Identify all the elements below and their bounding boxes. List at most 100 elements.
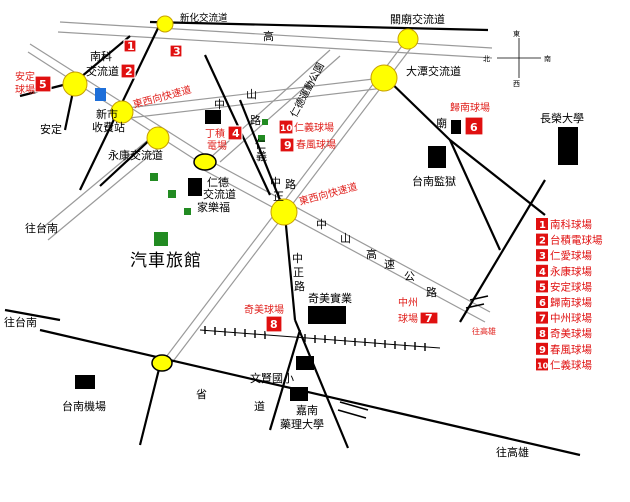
svg-text:山: 山	[340, 232, 351, 245]
legend-number: 7	[539, 314, 546, 325]
compass-north: 東	[513, 29, 520, 38]
course-marker-9: 9	[279, 137, 295, 153]
label-freeway-z: 中	[316, 218, 327, 231]
svg-text:路: 路	[294, 280, 305, 293]
legend-label: 奇美球場	[550, 327, 592, 340]
interchange-xinshi	[110, 100, 134, 124]
svg-text:8: 8	[270, 318, 278, 331]
label-zhongzhou-2: 球場	[398, 312, 418, 325]
svg-text:6: 6	[470, 121, 478, 134]
label-car-hotel: 汽車旅館	[130, 251, 202, 271]
legend-label: 台積電球場	[550, 234, 603, 247]
svg-text:正: 正	[293, 266, 304, 279]
label-to-kaohsiung-2: 往高雄	[496, 445, 529, 459]
legend-label: 仁愛球場	[550, 249, 592, 262]
interchange-south	[151, 354, 173, 372]
label-jiale: 家樂福	[197, 200, 230, 214]
legend-marker	[536, 296, 548, 308]
legend-marker	[536, 233, 548, 246]
label-xinhua: 新化交流道	[180, 12, 228, 24]
blue-block	[95, 88, 106, 101]
bridge-marks	[337, 295, 489, 419]
label-qimei-course: 奇美球場	[244, 303, 284, 316]
svg-text:4: 4	[232, 127, 240, 140]
interchange-dawan	[370, 64, 398, 92]
svg-text:中: 中	[292, 252, 303, 265]
course-marker-6: 6	[464, 116, 484, 136]
compass-east: 南	[544, 54, 551, 63]
label-to-kaohsiung-1: 往高雄	[472, 326, 496, 336]
label-guinan-course: 歸南球場	[450, 101, 490, 114]
label-changrong: 長榮大學	[540, 111, 584, 125]
legend-item-8: 8 奇美球場	[536, 327, 592, 340]
legend-marker	[536, 358, 548, 371]
building-prison	[428, 146, 446, 168]
course-marker-3: 3	[169, 44, 183, 58]
building-block	[205, 110, 221, 124]
label-gao: 高	[263, 29, 274, 43]
svg-text:1: 1	[127, 40, 135, 53]
label-anding-course-2: 球場	[15, 83, 35, 96]
label-nanke-1: 南科	[90, 49, 112, 63]
label-guanmiao: 關廟交流道	[390, 12, 445, 26]
legend-number: 6	[539, 298, 546, 309]
svg-text:7: 7	[425, 312, 433, 325]
legend-number: 3	[539, 251, 546, 262]
legend-marker	[536, 280, 548, 293]
label-jianan-1: 嘉南	[296, 403, 318, 417]
legend-number: 2	[539, 236, 546, 247]
svg-text:3: 3	[173, 45, 181, 58]
legend-marker	[536, 218, 548, 230]
label-anding-course-1: 安定	[15, 70, 35, 83]
course-marker-4: 4	[227, 125, 243, 141]
building-changrong	[558, 127, 578, 165]
legend-number: 1	[539, 220, 546, 231]
svg-text:公: 公	[404, 270, 415, 283]
legend-label: 歸南球場	[550, 296, 592, 309]
svg-text:山: 山	[246, 88, 257, 101]
railway	[199, 326, 441, 351]
course-marker-10: 10	[278, 119, 294, 135]
svg-text:5: 5	[39, 78, 47, 91]
legend-label: 仁義球場	[550, 358, 592, 371]
svg-text:10: 10	[280, 124, 293, 134]
label-renyi: 仁	[255, 138, 266, 151]
building-jianan	[290, 387, 308, 401]
label-taiji-1: 丁積	[205, 127, 225, 140]
label-rende-park: 仁德運動公園	[287, 60, 327, 119]
label-rende-1: 仁德	[207, 175, 229, 189]
buildings	[75, 110, 578, 401]
legend-label: 永康球場	[550, 265, 592, 278]
legend-label: 安定球場	[550, 280, 592, 293]
interchange-guanmiao	[397, 28, 419, 50]
label-renyi-course: 仁義球場	[294, 121, 334, 134]
course-markers: 1 2 3 5 6 10 9 8 7 4	[34, 39, 484, 333]
svg-text:義: 義	[256, 149, 267, 163]
label-airport: 台南機場	[62, 399, 106, 413]
label-yongkang: 永康交流道	[108, 148, 163, 162]
legend-item-3: 3 仁愛球場	[536, 249, 592, 262]
label-east-west-2: 東西向快速道	[297, 180, 358, 208]
svg-text:路: 路	[250, 114, 261, 127]
label-anding: 安定	[40, 122, 62, 136]
building-wenxian	[296, 356, 314, 370]
label-rende-2: 交流道	[203, 187, 236, 201]
label-chunfeng-course: 春風球場	[296, 138, 336, 151]
interchanges	[62, 15, 419, 372]
legend-item-2: 2 台積電球場	[536, 233, 603, 247]
label-to-tainan-1: 往台南	[25, 221, 58, 235]
course-marker-5: 5	[34, 75, 52, 93]
svg-text:9: 9	[284, 139, 292, 152]
label-dawan: 大潭交流道	[406, 64, 461, 78]
svg-text:路: 路	[285, 178, 296, 191]
legend-marker	[536, 249, 548, 262]
course-marker-8: 8	[265, 315, 283, 333]
label-xinshi-1: 新市	[96, 107, 118, 121]
legend-number: 8	[539, 329, 546, 340]
